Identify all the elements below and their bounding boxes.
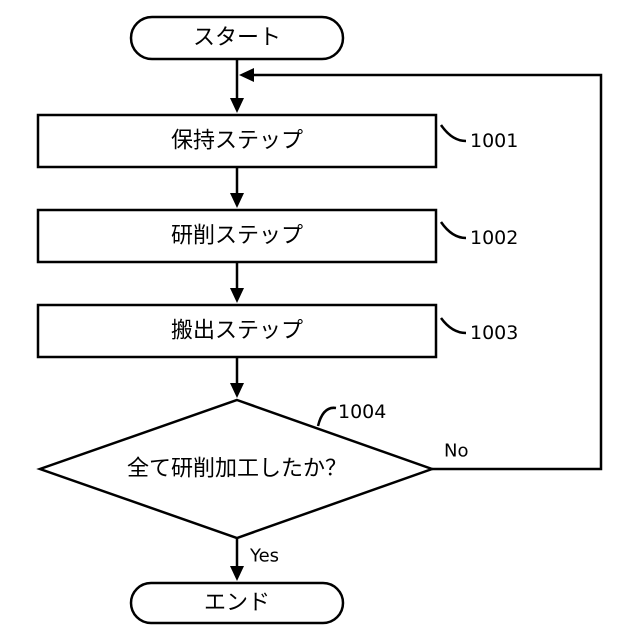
ref-1004: 1004 xyxy=(338,401,386,423)
arrowhead-grind-unload xyxy=(230,288,244,303)
grind-step-label: 研削ステップ xyxy=(171,224,303,249)
ref-1003: 1003 xyxy=(470,322,518,344)
yes-branch-label: Yes xyxy=(249,546,279,567)
ref-1001: 1001 xyxy=(470,130,518,152)
arrowhead-yes-end xyxy=(230,566,244,581)
arrowhead-hold-grind xyxy=(230,193,244,208)
start-label: スタート xyxy=(193,26,281,51)
ref-leader-1003 xyxy=(441,318,466,333)
arrowhead-unload-decision xyxy=(230,383,244,398)
arrowhead-start-hold xyxy=(230,98,244,113)
unload-step-label: 搬出ステップ xyxy=(171,319,303,344)
end-label: エンド xyxy=(204,591,270,616)
hold-step-label: 保持ステップ xyxy=(171,129,303,154)
arrowhead-loop-return xyxy=(239,68,254,82)
ref-leader-1004 xyxy=(318,408,336,426)
ref-1002: 1002 xyxy=(470,227,518,249)
ref-leader-1001 xyxy=(441,125,466,141)
no-branch-label: No xyxy=(444,441,468,462)
ref-leader-1002 xyxy=(441,222,466,238)
decision-label: 全て研削加工したか？ xyxy=(127,457,347,482)
